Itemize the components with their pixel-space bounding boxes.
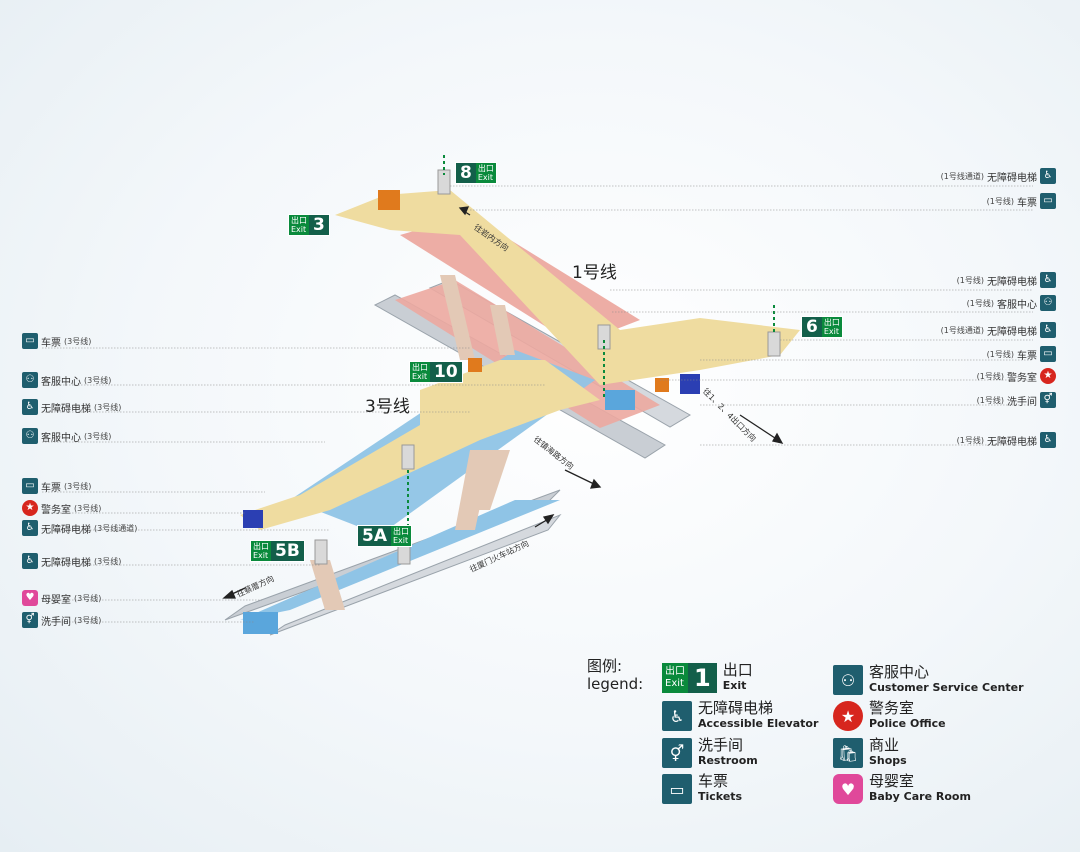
left-annotation-ticket-2: ▭ 车票(3号线) [22, 478, 91, 494]
right-annotation-elevator-3: (1号线通道)无障碍电梯 ♿ [941, 322, 1056, 338]
right-annotation-police: (1号线)警务室 ★ [977, 368, 1056, 384]
left-annotation-ticket-1: ▭ 车票(3号线) [22, 333, 91, 349]
shops-icon: 🛍 [833, 738, 863, 768]
right-annotation-ticket-1: (1号线)车票 ▭ [987, 193, 1056, 209]
left-annotation-elevator-2: ♿ 无障碍电梯(3号线通道) [22, 520, 137, 536]
exit-3-number: 3 [309, 215, 329, 235]
left-annotation-service-2: ⚇ 客服中心(3号线) [22, 428, 111, 444]
customer-service-icon: ⚇ [22, 372, 38, 388]
left-annotation-elevator-1: ♿ 无障碍电梯(3号线) [22, 399, 121, 415]
accessible-elevator-icon: ♿ [22, 399, 38, 415]
accessible-elevator-icon: ♿ [1040, 272, 1056, 288]
right-annotation-elevator-4: (1号线)无障碍电梯 ♿ [957, 432, 1056, 448]
concourse-line1 [335, 190, 800, 385]
columns [310, 275, 515, 610]
right-annotation-service: (1号线)客服中心 ⚇ [967, 295, 1056, 311]
accessible-elevator-icon: ♿ [1040, 322, 1056, 338]
exit-6-number: 6 [802, 317, 822, 337]
police-icon: ★ [833, 701, 863, 731]
left-annotation-police: ★ 警务室(3号线) [22, 500, 101, 516]
exit-10-number: 10 [430, 362, 462, 382]
baby-care-icon: ♥ [22, 590, 38, 606]
left-annotation-service-1: ⚇ 客服中心(3号线) [22, 372, 111, 388]
ticket-icon: ▭ [1040, 346, 1056, 362]
ticket-icon: ▭ [662, 774, 692, 804]
ticket-icon: ▭ [1040, 193, 1056, 209]
restroom-icon: ⚥ [662, 738, 692, 768]
police-icon: ★ [1040, 368, 1056, 384]
police-icon: ★ [22, 500, 38, 516]
ticket-icon: ▭ [22, 478, 38, 494]
exit-5a-number: 5A [358, 526, 391, 546]
direction-arrows [222, 206, 784, 599]
right-annotation-elevator-1: (1号线通道)无障碍电梯 ♿ [941, 168, 1056, 184]
right-annotation-ticket-2: (1号线)车票 ▭ [987, 346, 1056, 362]
accessible-elevator-icon: ♿ [662, 701, 692, 731]
restroom-icon: ⚥ [1040, 392, 1056, 408]
exit-8-number: 8 [456, 163, 476, 183]
customer-service-icon: ⚇ [833, 665, 863, 695]
line1-label: 1号线 [572, 263, 617, 283]
exit-5b-number: 5B [271, 541, 304, 561]
accessible-elevator-icon: ♿ [22, 520, 38, 536]
concourse-line3 [240, 360, 600, 530]
leader-lines [42, 185, 1033, 623]
right-annotation-restroom: (1号线)洗手间 ⚥ [977, 392, 1056, 408]
facility-blocks [243, 169, 781, 634]
baby-care-icon: ♥ [833, 774, 863, 804]
customer-service-icon: ⚇ [1040, 295, 1056, 311]
customer-service-icon: ⚇ [22, 428, 38, 444]
accessible-elevator-icon: ♿ [1040, 168, 1056, 184]
accessible-elevator-icon: ♿ [1040, 432, 1056, 448]
accessible-elevator-icon: ♿ [22, 553, 38, 569]
elevator-paths [407, 155, 775, 540]
restroom-icon: ⚥ [22, 612, 38, 628]
left-annotation-restroom: ⚥ 洗手间(3号线) [22, 612, 101, 628]
left-annotation-elevator-3: ♿ 无障碍电梯(3号线) [22, 553, 121, 569]
ticket-icon: ▭ [22, 333, 38, 349]
line3-label: 3号线 [365, 397, 410, 417]
legend-title: 图例: legend: [587, 657, 644, 693]
left-annotation-baby-care: ♥ 母婴室(3号线) [22, 590, 101, 606]
right-annotation-elevator-2: (1号线)无障碍电梯 ♿ [957, 272, 1056, 288]
